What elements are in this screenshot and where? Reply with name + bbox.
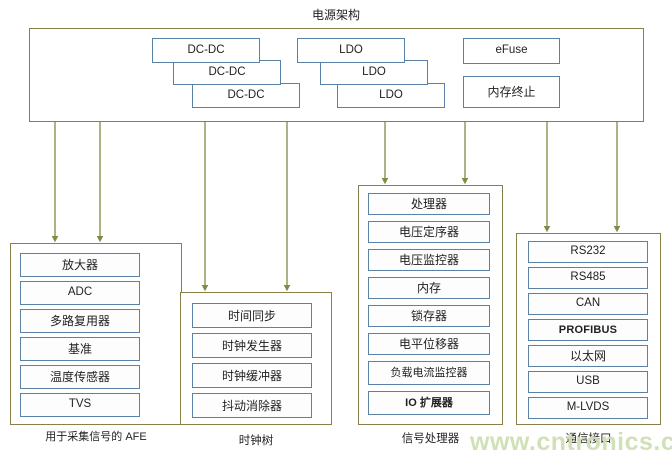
comm-item-rs232: RS232 (528, 241, 648, 263)
clock-item-clock-generator: 时钟发生器 (192, 333, 312, 358)
power-rail-dcdc-2: DC-DC (173, 60, 281, 85)
clock-item-jitter-cleaner: 抖动消除器 (192, 393, 312, 418)
afe-item-reference: 基准 (20, 337, 140, 361)
comm-item-mlvds: M-LVDS (528, 397, 648, 419)
sp-item-processor: 处理器 (368, 193, 490, 215)
caption-clock-tree: 时钟树 (238, 435, 274, 447)
afe-item-adc: ADC (20, 281, 140, 305)
sp-item-latch: 锁存器 (368, 305, 490, 327)
sp-item-memory: 内存 (368, 277, 490, 299)
caption-signal-processor: 信号处理器 (401, 433, 460, 445)
caption-afe: 用于采集信号的 AFE (45, 431, 147, 443)
power-rail-efuse: eFuse (463, 38, 560, 64)
comm-item-can: CAN (528, 293, 648, 315)
clock-item-time-sync: 时间同步 (192, 303, 312, 328)
comm-item-ethernet: 以太网 (528, 345, 648, 367)
afe-item-amplifier: 放大器 (20, 253, 140, 277)
afe-item-tvs: TVS (20, 393, 140, 417)
comm-item-usb: USB (528, 371, 648, 393)
power-rail-dcdc-1: DC-DC (152, 38, 260, 63)
caption-comm-interface: 通信接口 (565, 433, 612, 445)
comm-item-profibus: PROFIBUS (528, 319, 648, 341)
site-watermark: www.cntronics.com (470, 428, 672, 456)
sp-item-voltage-sequencer: 电压定序器 (368, 221, 490, 243)
afe-item-temperature-sensor: 温度传感器 (20, 365, 140, 389)
clock-item-clock-buffer: 时钟缓冲器 (192, 363, 312, 388)
power-rail-memory-termination: 内存终止 (463, 76, 560, 108)
sp-item-io-expander: IO 扩展器 (368, 391, 490, 415)
afe-item-multiplexer: 多路复用器 (20, 309, 140, 333)
power-rail-ldo-3: LDO (337, 83, 445, 108)
power-rail-dcdc-3: DC-DC (192, 83, 300, 108)
power-rail-ldo-1: LDO (297, 38, 405, 63)
sp-item-load-current-monitor: 负载电流监控器 (368, 361, 490, 385)
power-rail-ldo-2: LDO (320, 60, 428, 85)
diagram-title: 电源架构 (311, 8, 360, 22)
sp-item-voltage-monitor: 电压监控器 (368, 249, 490, 271)
sp-item-level-shifter: 电平位移器 (368, 333, 490, 355)
comm-item-rs485: RS485 (528, 267, 648, 289)
